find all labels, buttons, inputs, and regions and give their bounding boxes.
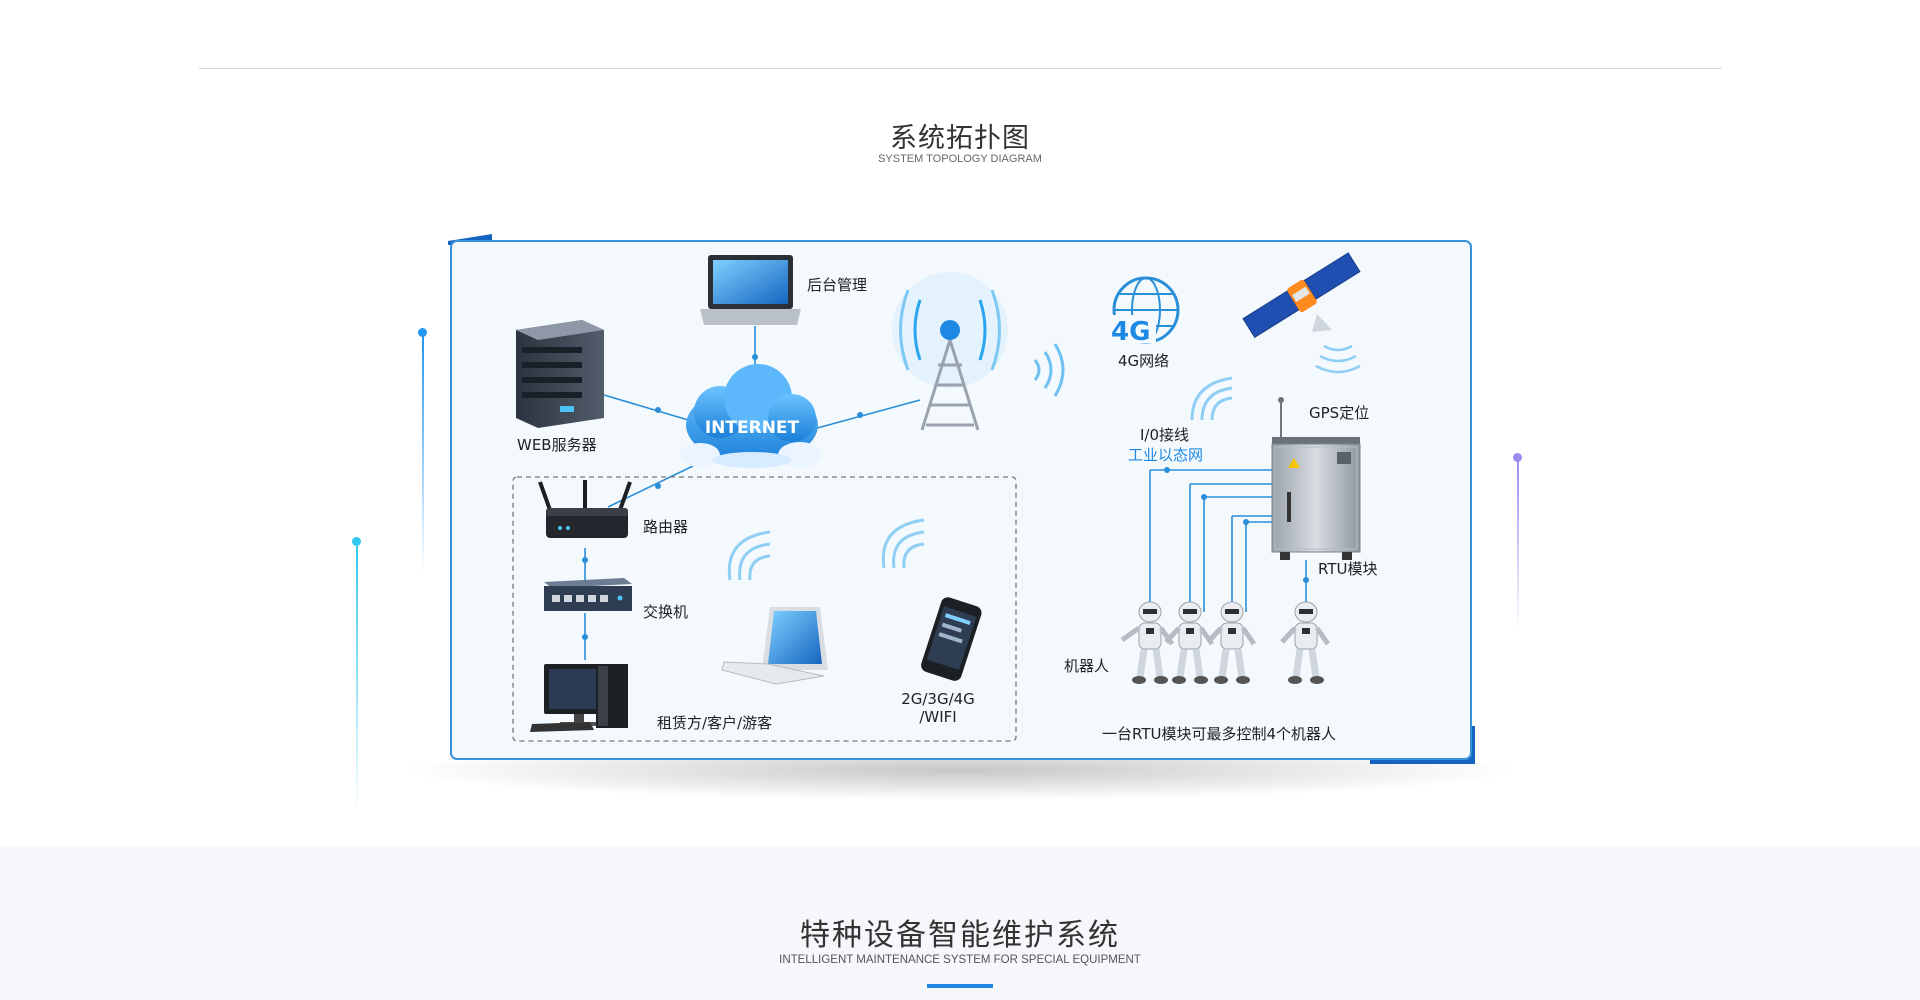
label-4g-network: 4G网络 [1118, 352, 1169, 370]
label-rtu-module: RTU模块 [1318, 560, 1377, 578]
globe-4g-icon [1110, 276, 1180, 344]
label-mobile-net-line2: /WIFI [919, 708, 956, 726]
rtu-wiring-nodes [1164, 467, 1309, 583]
label-gps: GPS定位 [1309, 404, 1369, 422]
deco-dot-left-1 [418, 328, 427, 337]
laptop-icon [721, 607, 828, 685]
wifi-lan-icon-1 [727, 530, 771, 581]
wifi-lan-icon-2 [881, 518, 925, 569]
lan-group-box [512, 476, 1017, 742]
desktop-computer-icon [530, 664, 628, 732]
label-web-server: WEB服务器 [517, 436, 597, 454]
label-industrial-ethernet: 工业以态网 [1128, 446, 1203, 464]
label-mobile-net-line1: 2G/3G/4G [901, 690, 975, 708]
label-robot: 机器人 [1064, 657, 1109, 675]
label-tenants: 租赁方/客户/游客 [657, 714, 772, 732]
broadcast-waves-icon [1033, 343, 1065, 397]
internet-cloud-icon [680, 364, 822, 468]
topology-section-subtitle: SYSTEM TOPOLOGY DIAGRAM [878, 153, 1042, 165]
rtu-wiring [1149, 469, 1307, 612]
label-io-wiring: I/0接线 [1140, 426, 1189, 444]
router-icon [538, 480, 632, 538]
deco-dot-left-2 [352, 537, 361, 546]
switch-icon [544, 578, 632, 611]
link-nodes [582, 354, 863, 640]
label-backend: 后台管理 [807, 276, 867, 294]
deco-dot-right [1513, 453, 1522, 462]
deco-line-left-2 [356, 544, 358, 814]
maintenance-section-band [0, 846, 1920, 1000]
maintenance-section-subtitle: INTELLIGENT MAINTENANCE SYSTEM FOR SPECI… [779, 954, 1141, 966]
maintenance-title-accent-bar [927, 984, 993, 988]
signal-tower-icon [892, 272, 1008, 431]
robot-icon-4 [1280, 601, 1331, 684]
wifi-io-icon [1190, 376, 1233, 421]
robot-icon-3 [1206, 601, 1257, 684]
maintenance-section-title: 特种设备智能维护系统 [800, 918, 1120, 953]
label-router: 路由器 [643, 518, 688, 536]
label-switch: 交换机 [643, 603, 688, 621]
deco-line-right [1517, 460, 1519, 630]
robot-icon-1 [1120, 601, 1175, 684]
rtu-cabinet-icon [1271, 397, 1361, 560]
deco-line-left-1 [422, 334, 424, 574]
smartphone-icon [921, 597, 982, 681]
diagram-panel [448, 234, 1475, 764]
web-server-icon [516, 320, 604, 428]
robot-icon-2 [1164, 601, 1215, 684]
backend-laptop-icon [700, 255, 801, 325]
label-rtu-caption: 一台RTU模块可最多控制4个机器人 [1102, 725, 1336, 743]
top-divider [199, 68, 1722, 69]
label-4g-badge: 4G [1111, 317, 1150, 347]
topology-section-title: 系统拓扑图 [890, 123, 1030, 154]
satellite-icon [1242, 252, 1361, 374]
label-internet: INTERNET [705, 418, 800, 438]
